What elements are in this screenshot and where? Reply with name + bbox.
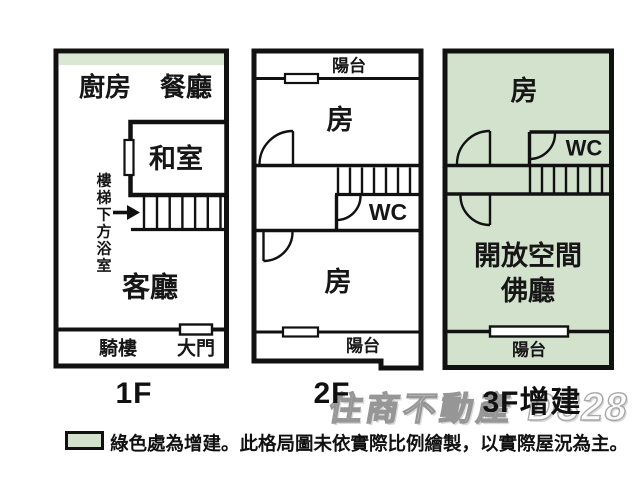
floorplan-1f: 廚房 餐廳 和室 樓 梯 下 方 浴 室 bbox=[53, 48, 229, 369]
svg-text:樓: 樓 bbox=[96, 172, 111, 190]
door-swing-icon bbox=[529, 133, 557, 161]
outer-wall-3f bbox=[442, 48, 614, 370]
room-bottom-label: 房 bbox=[325, 267, 352, 297]
tatami-room-wall bbox=[128, 119, 229, 198]
window-icon bbox=[283, 72, 320, 85]
room-label: 房 bbox=[511, 76, 538, 106]
svg-text:室: 室 bbox=[96, 257, 111, 275]
buddha-hall-label: 佛廳 bbox=[500, 275, 555, 306]
door-swing-icon bbox=[336, 195, 362, 222]
dining-label: 餐廳 bbox=[160, 72, 212, 102]
wc-label: WC bbox=[566, 136, 603, 161]
stair-note-vertical-text: 樓 梯 下 方 浴 室 bbox=[96, 172, 112, 275]
stairs-icon bbox=[131, 195, 227, 232]
stairs-icon bbox=[336, 167, 412, 195]
balcony-bottom-label: 陽台 bbox=[346, 336, 380, 356]
wc-label: WC bbox=[369, 199, 407, 225]
legend-green-swatch-icon bbox=[65, 431, 104, 450]
floor-label-1f: 1F bbox=[115, 377, 153, 410]
svg-text:下: 下 bbox=[96, 207, 111, 224]
main-door-label: 大門 bbox=[177, 337, 215, 360]
floorplan-3f: 房 WC 開放空間 佛廳 bbox=[442, 48, 614, 370]
door-swing-icon bbox=[258, 129, 295, 165]
balcony-label: 陽台 bbox=[512, 340, 546, 360]
floor-label-2f: 2F bbox=[313, 377, 351, 410]
arrow-right-icon bbox=[113, 205, 140, 220]
door-swing-icon bbox=[262, 231, 294, 263]
outer-wall-1f bbox=[53, 48, 229, 369]
balcony-top-label: 陽台 bbox=[332, 56, 366, 76]
legend: 綠色處為增建。此格局圖未依實際比例繪製，以實際屋況為主。 bbox=[0, 427, 640, 454]
door-swing-icon bbox=[459, 195, 492, 227]
tatami-room-label: 和室 bbox=[149, 143, 203, 174]
main-door-icon bbox=[178, 323, 214, 336]
floor-label-3f: 3F增建 bbox=[482, 386, 582, 419]
legend-text: 綠色處為增建。此格局圖未依實際比例繪製，以實際屋況為主。 bbox=[110, 433, 629, 454]
kitchen-label: 廚房 bbox=[79, 72, 131, 102]
door-swing-icon bbox=[455, 129, 492, 165]
open-space-label: 開放空間 bbox=[474, 240, 582, 271]
living-room-label: 客廳 bbox=[122, 271, 178, 303]
window-icon bbox=[281, 326, 320, 338]
floorplan-2f: 陽台 房 WC 房 bbox=[251, 48, 424, 371]
stairs-icon bbox=[528, 167, 604, 194]
arcade-label: 騎樓 bbox=[99, 337, 137, 360]
svg-text:梯: 梯 bbox=[96, 189, 111, 207]
svg-text:方: 方 bbox=[96, 223, 111, 241]
window-icon bbox=[488, 325, 570, 338]
window-icon bbox=[123, 138, 135, 177]
addition-strip bbox=[59, 54, 224, 65]
svg-text:浴: 浴 bbox=[96, 240, 112, 258]
room-top-label: 房 bbox=[327, 105, 354, 135]
